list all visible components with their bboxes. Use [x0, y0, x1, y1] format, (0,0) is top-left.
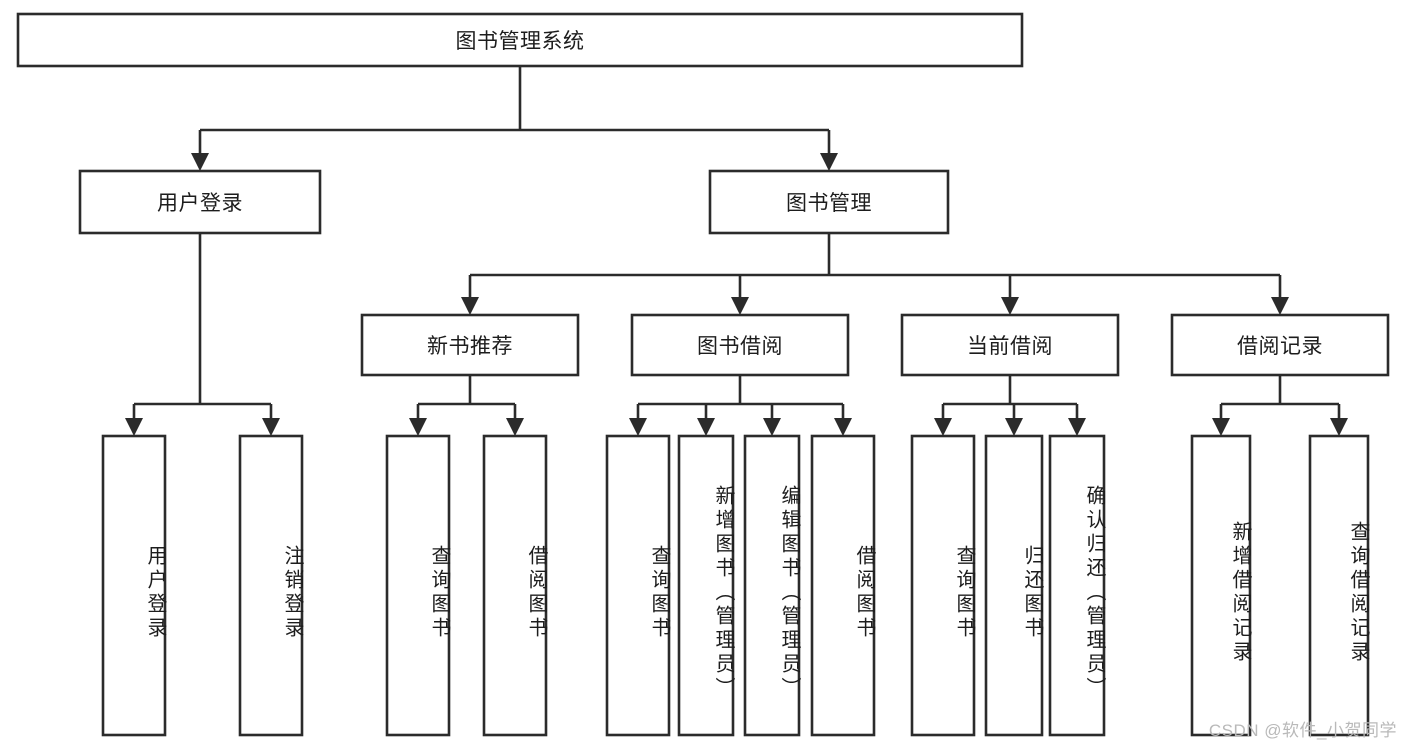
leaf-box-6[interactable] — [743, 434, 801, 737]
leaf-box-4[interactable] — [605, 434, 671, 737]
edges-group — [124, 66, 1349, 437]
node-box-book-borrow[interactable] — [630, 313, 850, 377]
leaf-box-3[interactable] — [482, 434, 548, 737]
leaf-box-0[interactable] — [101, 434, 167, 737]
node-box-book-management[interactable] — [708, 169, 950, 235]
leaf-box-5[interactable] — [677, 434, 735, 737]
leaf-box-2[interactable] — [385, 434, 451, 737]
leaf-box-12[interactable] — [1308, 434, 1370, 737]
boxes-group — [16, 12, 1390, 737]
leaf-box-9[interactable] — [984, 434, 1044, 737]
node-box-current-borrow[interactable] — [900, 313, 1120, 377]
node-box-borrow-record[interactable] — [1170, 313, 1390, 377]
node-box-user-login[interactable] — [78, 169, 322, 235]
node-box-new-book-recommend[interactable] — [360, 313, 580, 377]
leaf-box-10[interactable] — [1048, 434, 1106, 737]
leaf-box-11[interactable] — [1190, 434, 1252, 737]
leaf-box-1[interactable] — [238, 434, 304, 737]
node-box-root[interactable] — [16, 12, 1024, 68]
leaf-box-7[interactable] — [810, 434, 876, 737]
leaf-box-8[interactable] — [910, 434, 976, 737]
